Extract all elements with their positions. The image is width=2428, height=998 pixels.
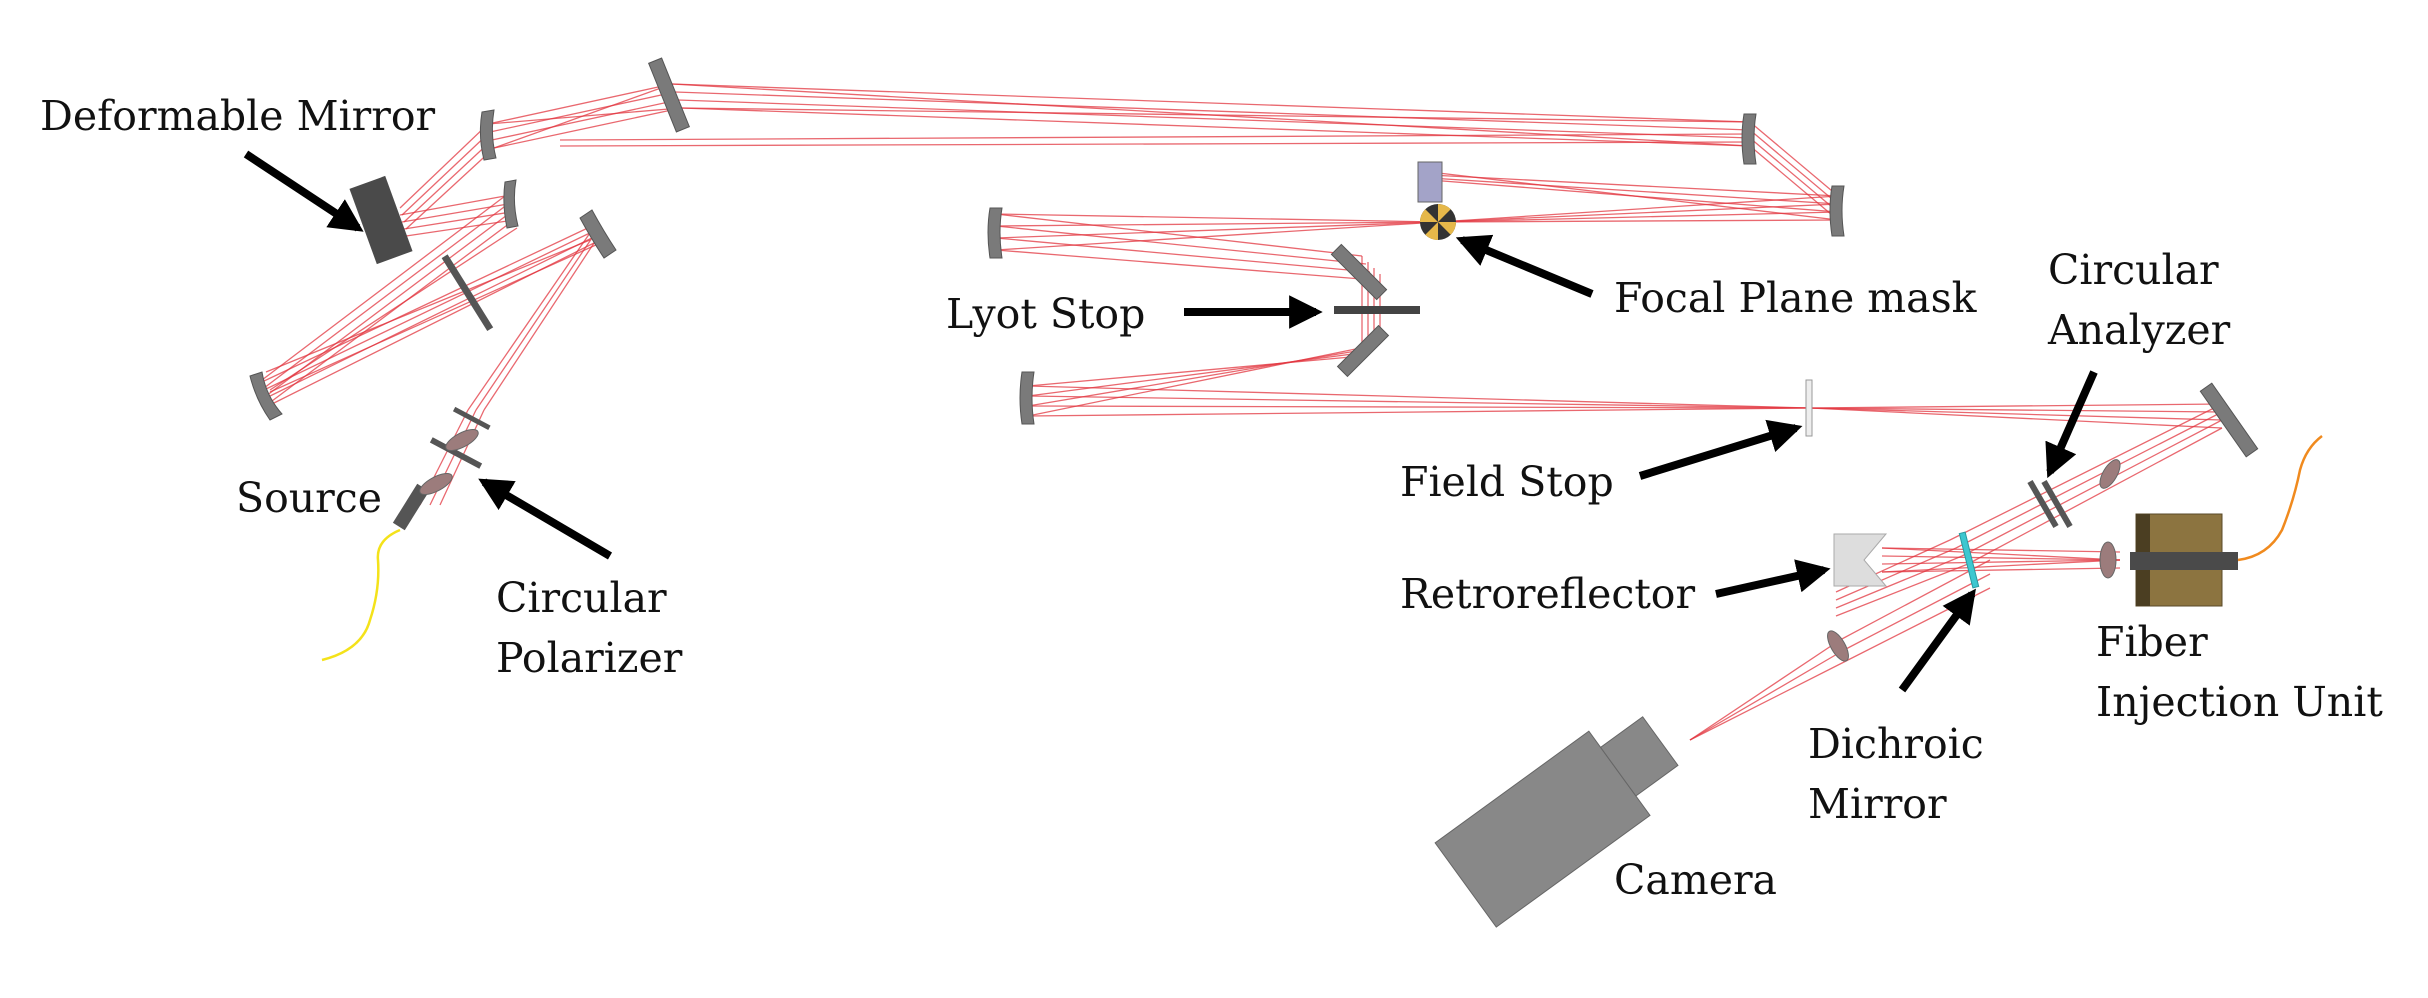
- arrow-icon-fieldstop: [1638, 419, 1803, 480]
- polarizer-lens-2: [445, 429, 479, 451]
- beam-m4-to-m5: [487, 83, 682, 149]
- label-retroreflector: Retroreflector: [1400, 570, 1695, 618]
- fiber-lens: [2099, 541, 2117, 579]
- mirror-curved-lower-mid: [1019, 371, 1035, 425]
- label-arrows: [243, 150, 2098, 693]
- analyzer-plate-2: [2041, 479, 2073, 529]
- labels: Deformable Mirror Source Circular Polari…: [40, 92, 2383, 904]
- arrow-icon-retro: [1715, 559, 1831, 598]
- dichroic-mirror: [1958, 531, 1980, 589]
- mirror-curved-far-top: [1741, 113, 1757, 165]
- fiber-injection-unit: [2099, 435, 2323, 607]
- beam-dichroic-to-camera: [1689, 559, 1991, 741]
- label-source: Source: [236, 474, 382, 522]
- label-dichroic-2: Mirror: [1808, 780, 1947, 828]
- label-deformable-mirror: Deformable Mirror: [40, 92, 436, 140]
- beam-fold-to-m9: [1027, 343, 1381, 417]
- label-lyot-stop: Lyot Stop: [946, 290, 1145, 338]
- beam-dm-to-m4: [399, 123, 495, 230]
- mask-holder: [1417, 161, 1443, 203]
- mirror-curved-left: [479, 109, 497, 161]
- label-circular-polarizer-1: Circular: [496, 574, 667, 622]
- label-circular-analyzer-2: Analyzer: [2047, 306, 2231, 354]
- label-camera: Camera: [1614, 856, 1777, 904]
- deformable-mirror: [349, 175, 413, 265]
- label-fiber-injection-1: Fiber: [2096, 618, 2208, 666]
- fiber-connector: [2130, 552, 2238, 570]
- camera-lens: [1827, 630, 1849, 662]
- mirror-flat-right: [2199, 382, 2259, 458]
- beam-paths: [261, 83, 2223, 741]
- beam-m3-to-dm: [399, 195, 515, 237]
- pinwheel-mask-icon: [1420, 204, 1456, 240]
- fiber-output: [2237, 435, 2323, 562]
- beam-m9-to-fieldstop: [1027, 385, 2223, 429]
- beam-m8-to-fold: [995, 213, 1375, 281]
- stop-left: [441, 254, 494, 332]
- label-fiber-injection-2: Injection Unit: [2096, 678, 2383, 726]
- polarizer-lens-1: [419, 473, 453, 495]
- mirror-curved-far-right: [1829, 185, 1845, 237]
- analyzer-lens: [2099, 459, 2121, 489]
- mirror-curved-small: [503, 179, 519, 229]
- arrow-icon-analyzer: [2045, 370, 2098, 479]
- mirror-curved-lower-left: [249, 371, 283, 421]
- source-assembly: [321, 406, 491, 662]
- label-focal-plane-mask: Focal Plane mask: [1614, 274, 1978, 322]
- beam-m1-to-m2: [261, 225, 605, 407]
- field-stop: [1805, 379, 1813, 437]
- beam-retro-fiber: [1881, 547, 2121, 573]
- arrow-icon-polarizer: [478, 478, 613, 560]
- beam-m2-to-m3: [261, 195, 518, 405]
- lyot-stop-bar: [1334, 306, 1420, 314]
- mirror-top-left: [647, 57, 691, 133]
- source-fiber: [321, 528, 401, 662]
- arrow-icon-dichroic: [1898, 588, 1976, 693]
- label-circular-analyzer-1: Circular: [2048, 246, 2219, 294]
- arrow-icon-focal: [1455, 234, 1594, 298]
- fold-mirror-upper: [1330, 243, 1388, 301]
- label-field-stop: Field Stop: [1400, 458, 1614, 506]
- beam-m7-to-fpm: [1437, 195, 1839, 223]
- retroreflector: [1833, 533, 1888, 587]
- source-connector: [392, 483, 430, 531]
- arrow-icon-deformable: [243, 150, 364, 232]
- analyzer-plate-1: [2027, 479, 2059, 529]
- camera-body-icon: [1434, 716, 1679, 928]
- polarizer-plate-2: [452, 406, 491, 431]
- label-circular-polarizer-2: Polarizer: [496, 634, 683, 682]
- optical-elements: [249, 57, 2323, 928]
- mirror-curved-mid-left: [987, 207, 1003, 259]
- focal-plane-mask: [1417, 161, 1456, 240]
- beam-m5-to-m6: [559, 83, 1751, 147]
- polarizer-plate-1: [429, 437, 483, 469]
- label-dichroic-1: Dichroic: [1808, 720, 1984, 768]
- fold-mirror-lower: [1336, 324, 1390, 378]
- mirror-curved-upper-right: [579, 209, 617, 259]
